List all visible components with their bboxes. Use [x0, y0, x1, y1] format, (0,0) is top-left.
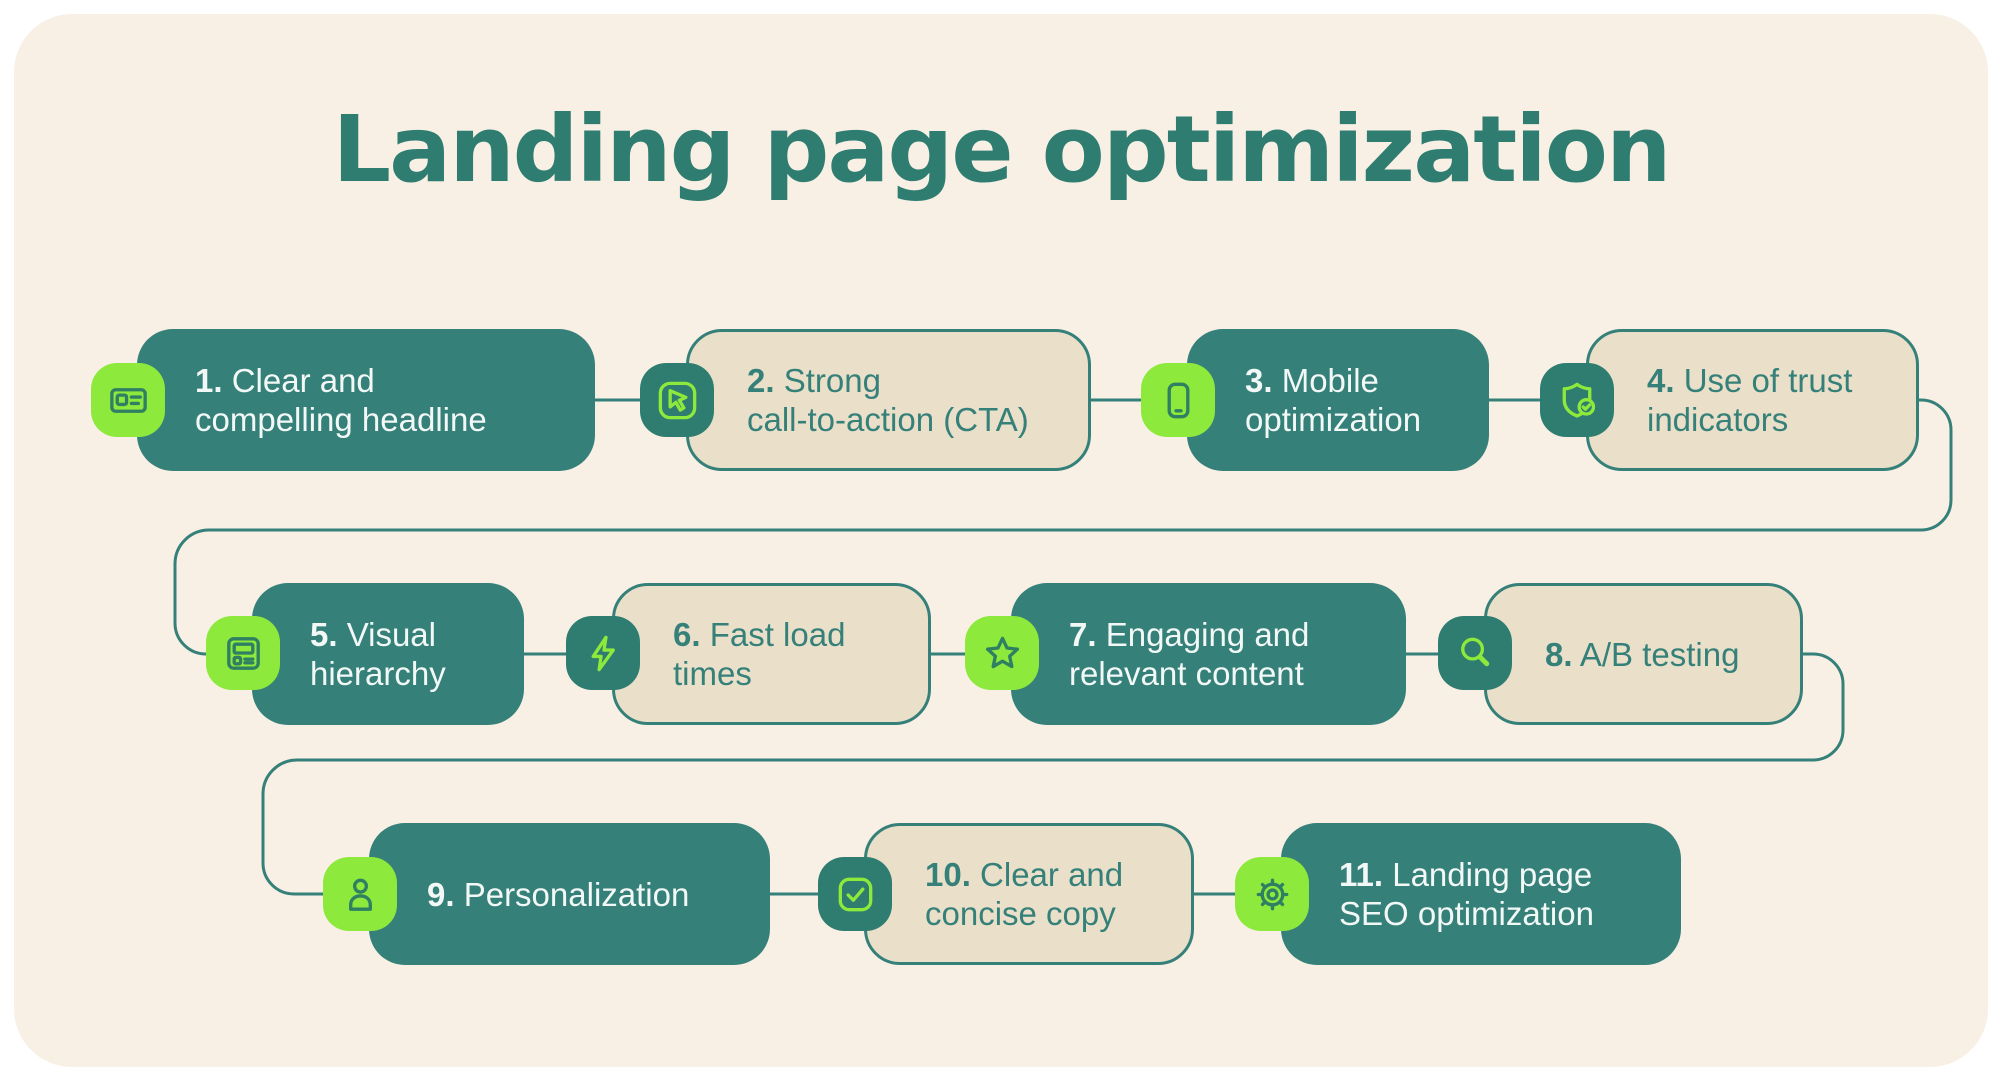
step-9-badge — [323, 857, 397, 931]
step-11-number: 11. — [1339, 856, 1384, 893]
shield-check-icon — [1562, 382, 1595, 418]
step-8-box: 8. A/B testing — [1484, 583, 1803, 725]
step-9-box: 9. Personalization — [369, 823, 770, 965]
step-7-box: 7. Engaging and relevant content — [1011, 583, 1406, 725]
step-10-box: 10. Clear and concise copy — [864, 823, 1194, 965]
step-4-label: Use of trust indicators — [1647, 362, 1853, 438]
step-5-box: 5. Visual hierarchy — [252, 583, 524, 725]
gear-icon — [1256, 878, 1288, 910]
magnifier-icon — [1460, 637, 1489, 666]
step-7-label: Engaging and relevant content — [1069, 616, 1310, 692]
star-icon — [985, 636, 1019, 668]
step-8-badge — [1438, 616, 1512, 690]
step-6-number: 6. — [673, 616, 701, 653]
step-5-label: Visual hierarchy — [310, 616, 446, 692]
step-2-badge — [640, 363, 714, 437]
step-1-label: Clear and compelling headline — [195, 362, 487, 438]
step-2-label: Strong call-to-action (CTA) — [747, 362, 1029, 438]
step-3-box: 3. Mobile optimization — [1187, 329, 1489, 471]
step-4-box: 4. Use of trust indicators — [1586, 329, 1919, 471]
step-2-box: 2. Strong call-to-action (CTA) — [686, 329, 1091, 471]
step-2-number: 2. — [747, 362, 775, 399]
step-10-badge — [818, 857, 892, 931]
step-3-number: 3. — [1245, 362, 1273, 399]
page-title: Landing page optimization — [332, 96, 1671, 203]
step-6-label: Fast load times — [673, 616, 846, 692]
step-6-badge — [566, 616, 640, 690]
person-icon — [348, 878, 372, 911]
step-8-number: 8. — [1545, 635, 1573, 673]
step-4-badge — [1540, 363, 1614, 437]
lightning-icon — [591, 635, 615, 671]
cursor-icon — [658, 381, 696, 419]
step-11-badge — [1235, 857, 1309, 931]
step-11-box: 11. Landing page SEO optimization — [1281, 823, 1681, 965]
step-7-badge — [965, 616, 1039, 690]
step-3-label: Mobile optimization — [1245, 362, 1422, 438]
step-1-badge — [91, 363, 165, 437]
id-card-icon — [109, 387, 147, 413]
step-1-number: 1. — [195, 362, 223, 399]
step-7-number: 7. — [1069, 616, 1097, 653]
step-11-label: Landing page SEO optimization — [1339, 856, 1594, 932]
step-10-number: 10. — [925, 856, 971, 893]
step-5-number: 5. — [310, 616, 338, 653]
step-6-box: 6. Fast load times — [612, 583, 931, 725]
step-3-badge — [1141, 363, 1215, 437]
step-1-box: 1. Clear and compelling headline — [137, 329, 595, 471]
connector-4-5 — [173, 398, 1953, 656]
checkbox-icon — [838, 877, 872, 911]
connector-8-9 — [261, 652, 1845, 896]
step-8-label: A/B testing — [1572, 635, 1740, 673]
step-10-label: Clear and concise copy — [925, 856, 1124, 932]
step-5-badge — [206, 616, 280, 690]
smartphone-icon — [1167, 382, 1189, 418]
step-9-number: 9. — [427, 875, 455, 913]
layout-icon — [226, 636, 260, 670]
step-9-label: Personalization — [454, 875, 690, 913]
step-4-number: 4. — [1647, 362, 1675, 399]
